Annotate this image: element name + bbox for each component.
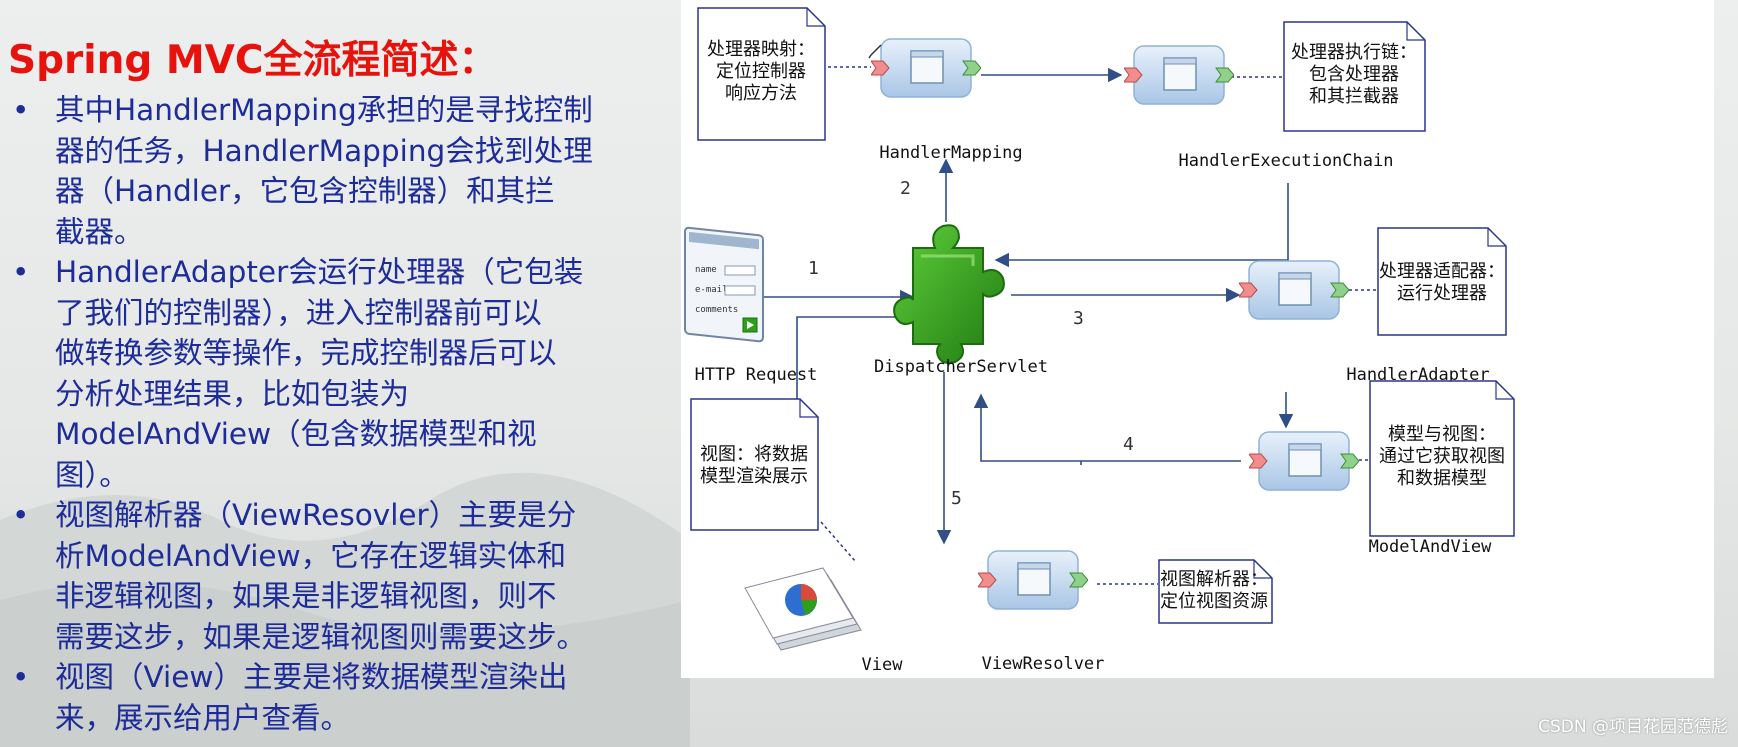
bullet-item: • 其中HandlerMapping承担的是寻找控制 器的任务，HandlerM… <box>0 90 680 252</box>
bullet-dot: • <box>12 255 30 289</box>
bullet-dot: • <box>12 660 30 694</box>
background-landscape <box>0 472 690 747</box>
step-label: 5 <box>951 488 962 509</box>
bullet-line: 来，展示给用户查看。 <box>55 700 351 735</box>
model-and-view-component <box>1249 431 1359 491</box>
note-view-resolver: 视图解析器： 定位视图资源 <box>1158 559 1273 624</box>
bullet-dot: • <box>12 93 30 127</box>
svg-text:视图解析器：: 视图解析器： <box>1160 569 1268 590</box>
form-label-email: e-mail <box>695 285 728 295</box>
view-resolver-component <box>978 550 1088 610</box>
bullet-line: 需要这步，如果是逻辑视图则需要这步。 <box>55 619 587 654</box>
bullet-item: • 视图（View）主要是将数据模型渲染出 来，展示给用户查看。 <box>0 657 680 738</box>
form-label-name: name <box>695 265 717 275</box>
handler-mapping-component <box>871 38 981 98</box>
dispatcher-servlet-label: DispatcherServlet <box>874 357 1048 377</box>
svg-text:包含处理器: 包含处理器 <box>1309 64 1399 85</box>
arrow-chain-to-dispatcher <box>994 183 1289 268</box>
bullet-line: 其中HandlerMapping承担的是寻找控制 <box>55 93 593 127</box>
note-connector <box>820 521 857 563</box>
svg-text:响应方法: 响应方法 <box>725 83 797 104</box>
svg-text:运行处理器: 运行处理器 <box>1397 283 1487 304</box>
bullet-line: 做转换参数等操作，完成控制器后可以 <box>55 336 557 370</box>
view-resolver-label: ViewResolver <box>982 654 1105 674</box>
bullet-line: 器的任务，HandlerMapping会找到处理 <box>55 133 593 168</box>
dispatcher-servlet-puzzle-icon <box>893 224 1005 364</box>
bullet-line: HandlerAdapter会运行处理器（它包装 <box>55 255 584 289</box>
bullet-line: 截器。 <box>55 214 144 249</box>
svg-text:模型与视图：: 模型与视图： <box>1388 424 1496 445</box>
bullet-line: 了我们的控制器），进入控制器前可以 <box>55 295 542 330</box>
step-label: 1 <box>808 258 819 279</box>
note-view: 视图：将数据 模型渲染展示 <box>690 398 819 531</box>
pen-icon <box>868 44 882 59</box>
note-handler-adapter: 处理器适配器： 运行处理器 <box>1377 227 1507 336</box>
svg-text:和数据模型: 和数据模型 <box>1397 468 1487 489</box>
http-request-label: HTTP Request <box>695 365 818 385</box>
step-label: 3 <box>1073 308 1084 329</box>
handler-adapter-label: HandlerAdapter <box>1346 365 1489 385</box>
bullet-line: 视图解析器（ViewResovler）主要是分 <box>55 498 577 532</box>
bullet-dot: • <box>12 498 30 532</box>
bullet-item: • HandlerAdapter会运行处理器（它包装 了我们的控制器），进入控制… <box>0 252 680 495</box>
note-handler-execution-chain: 处理器执行链： 包含处理器 和其拦截器 <box>1283 21 1426 132</box>
svg-text:模型渲染展示: 模型渲染展示 <box>700 466 808 487</box>
handler-mapping-label: HandlerMapping <box>879 143 1022 163</box>
bullet-item: • 视图解析器（ViewResovler）主要是分 析ModelAndView，… <box>0 495 680 657</box>
diagram-panel: 2 1 3 4 6 5 name e-mail comments Handler… <box>681 0 1714 678</box>
slide-title: Spring MVC全流程简述： <box>8 38 498 83</box>
bullet-line: ModelAndView（包含数据模型和视 <box>55 417 537 451</box>
step-label: 4 <box>1123 434 1134 455</box>
bullet-line: 非逻辑视图，如果是非逻辑视图，则不 <box>55 579 557 613</box>
svg-text:视图：将数据: 视图：将数据 <box>700 444 808 465</box>
http-request-form-icon: name e-mail comments <box>684 226 764 343</box>
note-handler-mapping: 处理器映射： 定位控制器 响应方法 <box>697 7 826 141</box>
svg-text:通过它获取视图: 通过它获取视图 <box>1379 446 1505 467</box>
step-label: 2 <box>900 178 911 199</box>
arrow-step-4 <box>973 393 1241 465</box>
note-model-and-view: 模型与视图： 通过它获取视图 和数据模型 <box>1369 380 1515 537</box>
svg-text:处理器适配器：: 处理器适配器： <box>1379 261 1505 282</box>
spring-mvc-flow-diagram: 2 1 3 4 6 5 name e-mail comments Handler… <box>684 7 1515 675</box>
bullet-line: 器（Handler，它包含控制器）和其拦 <box>55 174 555 208</box>
bullet-list: • 其中HandlerMapping承担的是寻找控制 器的任务，HandlerM… <box>0 90 680 738</box>
handler-execution-chain-component <box>1124 45 1234 105</box>
handler-adapter-component <box>1239 260 1349 320</box>
handler-execution-chain-label: HandlerExecutionChain <box>1179 151 1394 171</box>
bullet-line: 视图（View）主要是将数据模型渲染出 <box>55 660 568 694</box>
svg-text:处理器映射：: 处理器映射： <box>707 39 815 60</box>
bullet-line: 分析处理结果，比如包装为 <box>55 376 410 411</box>
bullet-line: 图）。 <box>55 457 129 492</box>
bullet-line: 析ModelAndView，它存在逻辑实体和 <box>55 538 567 573</box>
model-and-view-label: ModelAndView <box>1369 537 1493 557</box>
csdn-watermark: CSDN @项目花园范德彪 <box>1538 717 1728 737</box>
view-label: View <box>862 655 904 675</box>
svg-text:和其拦截器: 和其拦截器 <box>1309 86 1399 107</box>
svg-text:定位控制器: 定位控制器 <box>716 61 806 82</box>
view-document-icon <box>744 567 862 651</box>
svg-text:定位视图资源: 定位视图资源 <box>1160 591 1268 612</box>
form-label-comments: comments <box>695 305 738 315</box>
svg-text:处理器执行链：: 处理器执行链： <box>1291 42 1417 63</box>
